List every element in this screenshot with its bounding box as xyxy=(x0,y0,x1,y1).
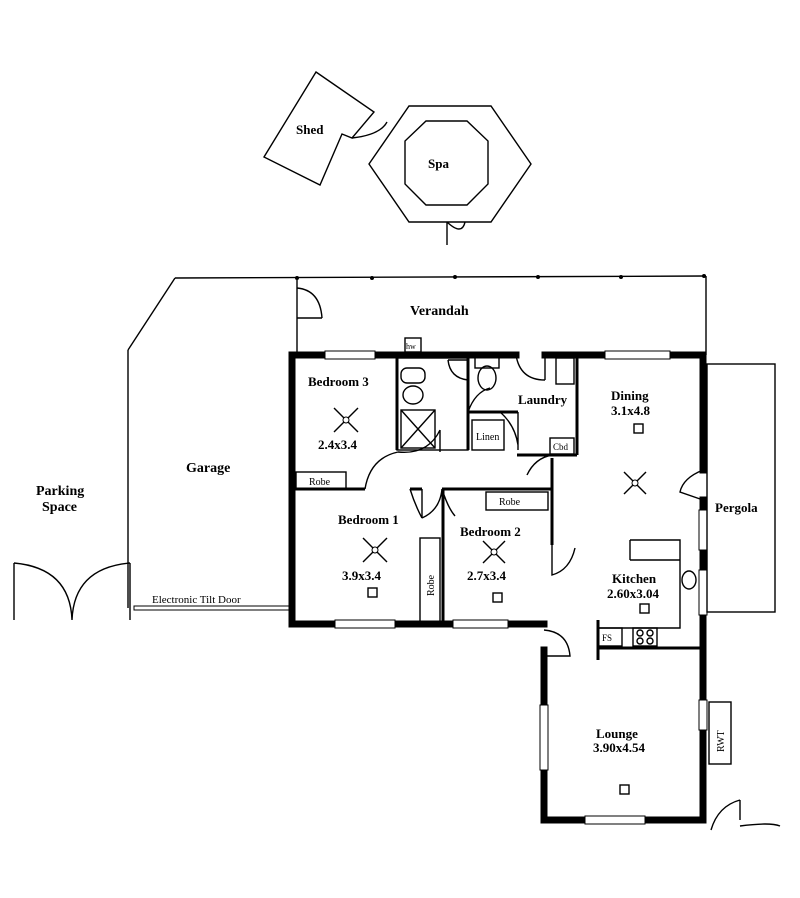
robe-b3-label: Robe xyxy=(309,477,331,488)
lounge: Lounge 3.90x4.54 RWT xyxy=(593,701,732,795)
laundry-label: Laundry xyxy=(518,392,568,407)
garage: Garage Electronic Tilt Door xyxy=(133,461,291,611)
pergola-label: Pergola xyxy=(715,500,758,515)
bathroom-fixtures xyxy=(396,355,575,451)
shed: Shed xyxy=(263,71,388,186)
tilt-door-label: Electronic Tilt Door xyxy=(152,594,241,606)
fs-label: FS xyxy=(602,633,612,643)
lounge-size: 3.90x4.54 xyxy=(593,740,646,755)
ceiling-fan-icon xyxy=(362,537,388,563)
garage-label: Garage xyxy=(186,461,230,476)
house-walls: hw xyxy=(288,337,708,825)
kitchen-size: 2.60x3.04 xyxy=(607,586,660,601)
bedroom3-size: 2.4x3.4 xyxy=(318,437,358,452)
bedroom1-size: 3.9x3.4 xyxy=(342,568,382,583)
rwt-label: RWT xyxy=(716,730,727,752)
parking-space: Parking Space xyxy=(13,484,131,621)
bedroom-3: Bedroom 3 2.4x3.4 Robe xyxy=(295,374,369,490)
dining-label: Dining xyxy=(611,388,649,403)
bedroom-2: Robe Bedroom 2 2.7x3.4 xyxy=(460,491,549,603)
robe-b2-label: Robe xyxy=(499,497,521,508)
power-point-icon xyxy=(492,592,503,603)
shed-label: Shed xyxy=(296,122,324,137)
spa: Spa xyxy=(368,105,532,245)
power-point-icon xyxy=(633,423,644,434)
ceiling-fan-icon xyxy=(482,540,506,564)
kitchen: Kitchen 2.60x3.04 FS xyxy=(597,539,697,647)
power-point-icon xyxy=(367,587,378,598)
kitchen-label: Kitchen xyxy=(612,571,657,586)
verandah-outline: Verandah xyxy=(127,274,707,608)
bedroom2-size: 2.7x3.4 xyxy=(467,568,507,583)
dining: Dining 3.1x4.8 xyxy=(611,388,651,495)
bedroom2-label: Bedroom 2 xyxy=(460,524,521,539)
power-point-icon xyxy=(619,784,630,795)
bedroom3-label: Bedroom 3 xyxy=(308,374,369,389)
dining-size: 3.1x4.8 xyxy=(611,403,651,418)
robe-b1-label: Robe xyxy=(426,574,437,596)
lounge-label: Lounge xyxy=(596,726,638,741)
ceiling-fan-icon xyxy=(333,407,359,433)
parking-label-line1: Parking xyxy=(36,484,84,499)
bedroom-1: Bedroom 1 3.9x3.4 Robe xyxy=(338,512,441,623)
linen-label: Linen xyxy=(476,432,499,443)
spa-label: Spa xyxy=(428,156,449,171)
hw-label: hw xyxy=(406,342,416,351)
power-point-icon xyxy=(639,603,650,614)
parking-label-line2: Space xyxy=(42,500,77,515)
cbd-label: Cbd xyxy=(553,442,569,452)
verandah-label: Verandah xyxy=(410,304,469,319)
bedroom1-label: Bedroom 1 xyxy=(338,512,399,527)
laundry: Laundry Linen Cbd xyxy=(471,392,575,455)
ceiling-fan-icon xyxy=(623,471,647,495)
pergola: Pergola xyxy=(706,363,776,613)
